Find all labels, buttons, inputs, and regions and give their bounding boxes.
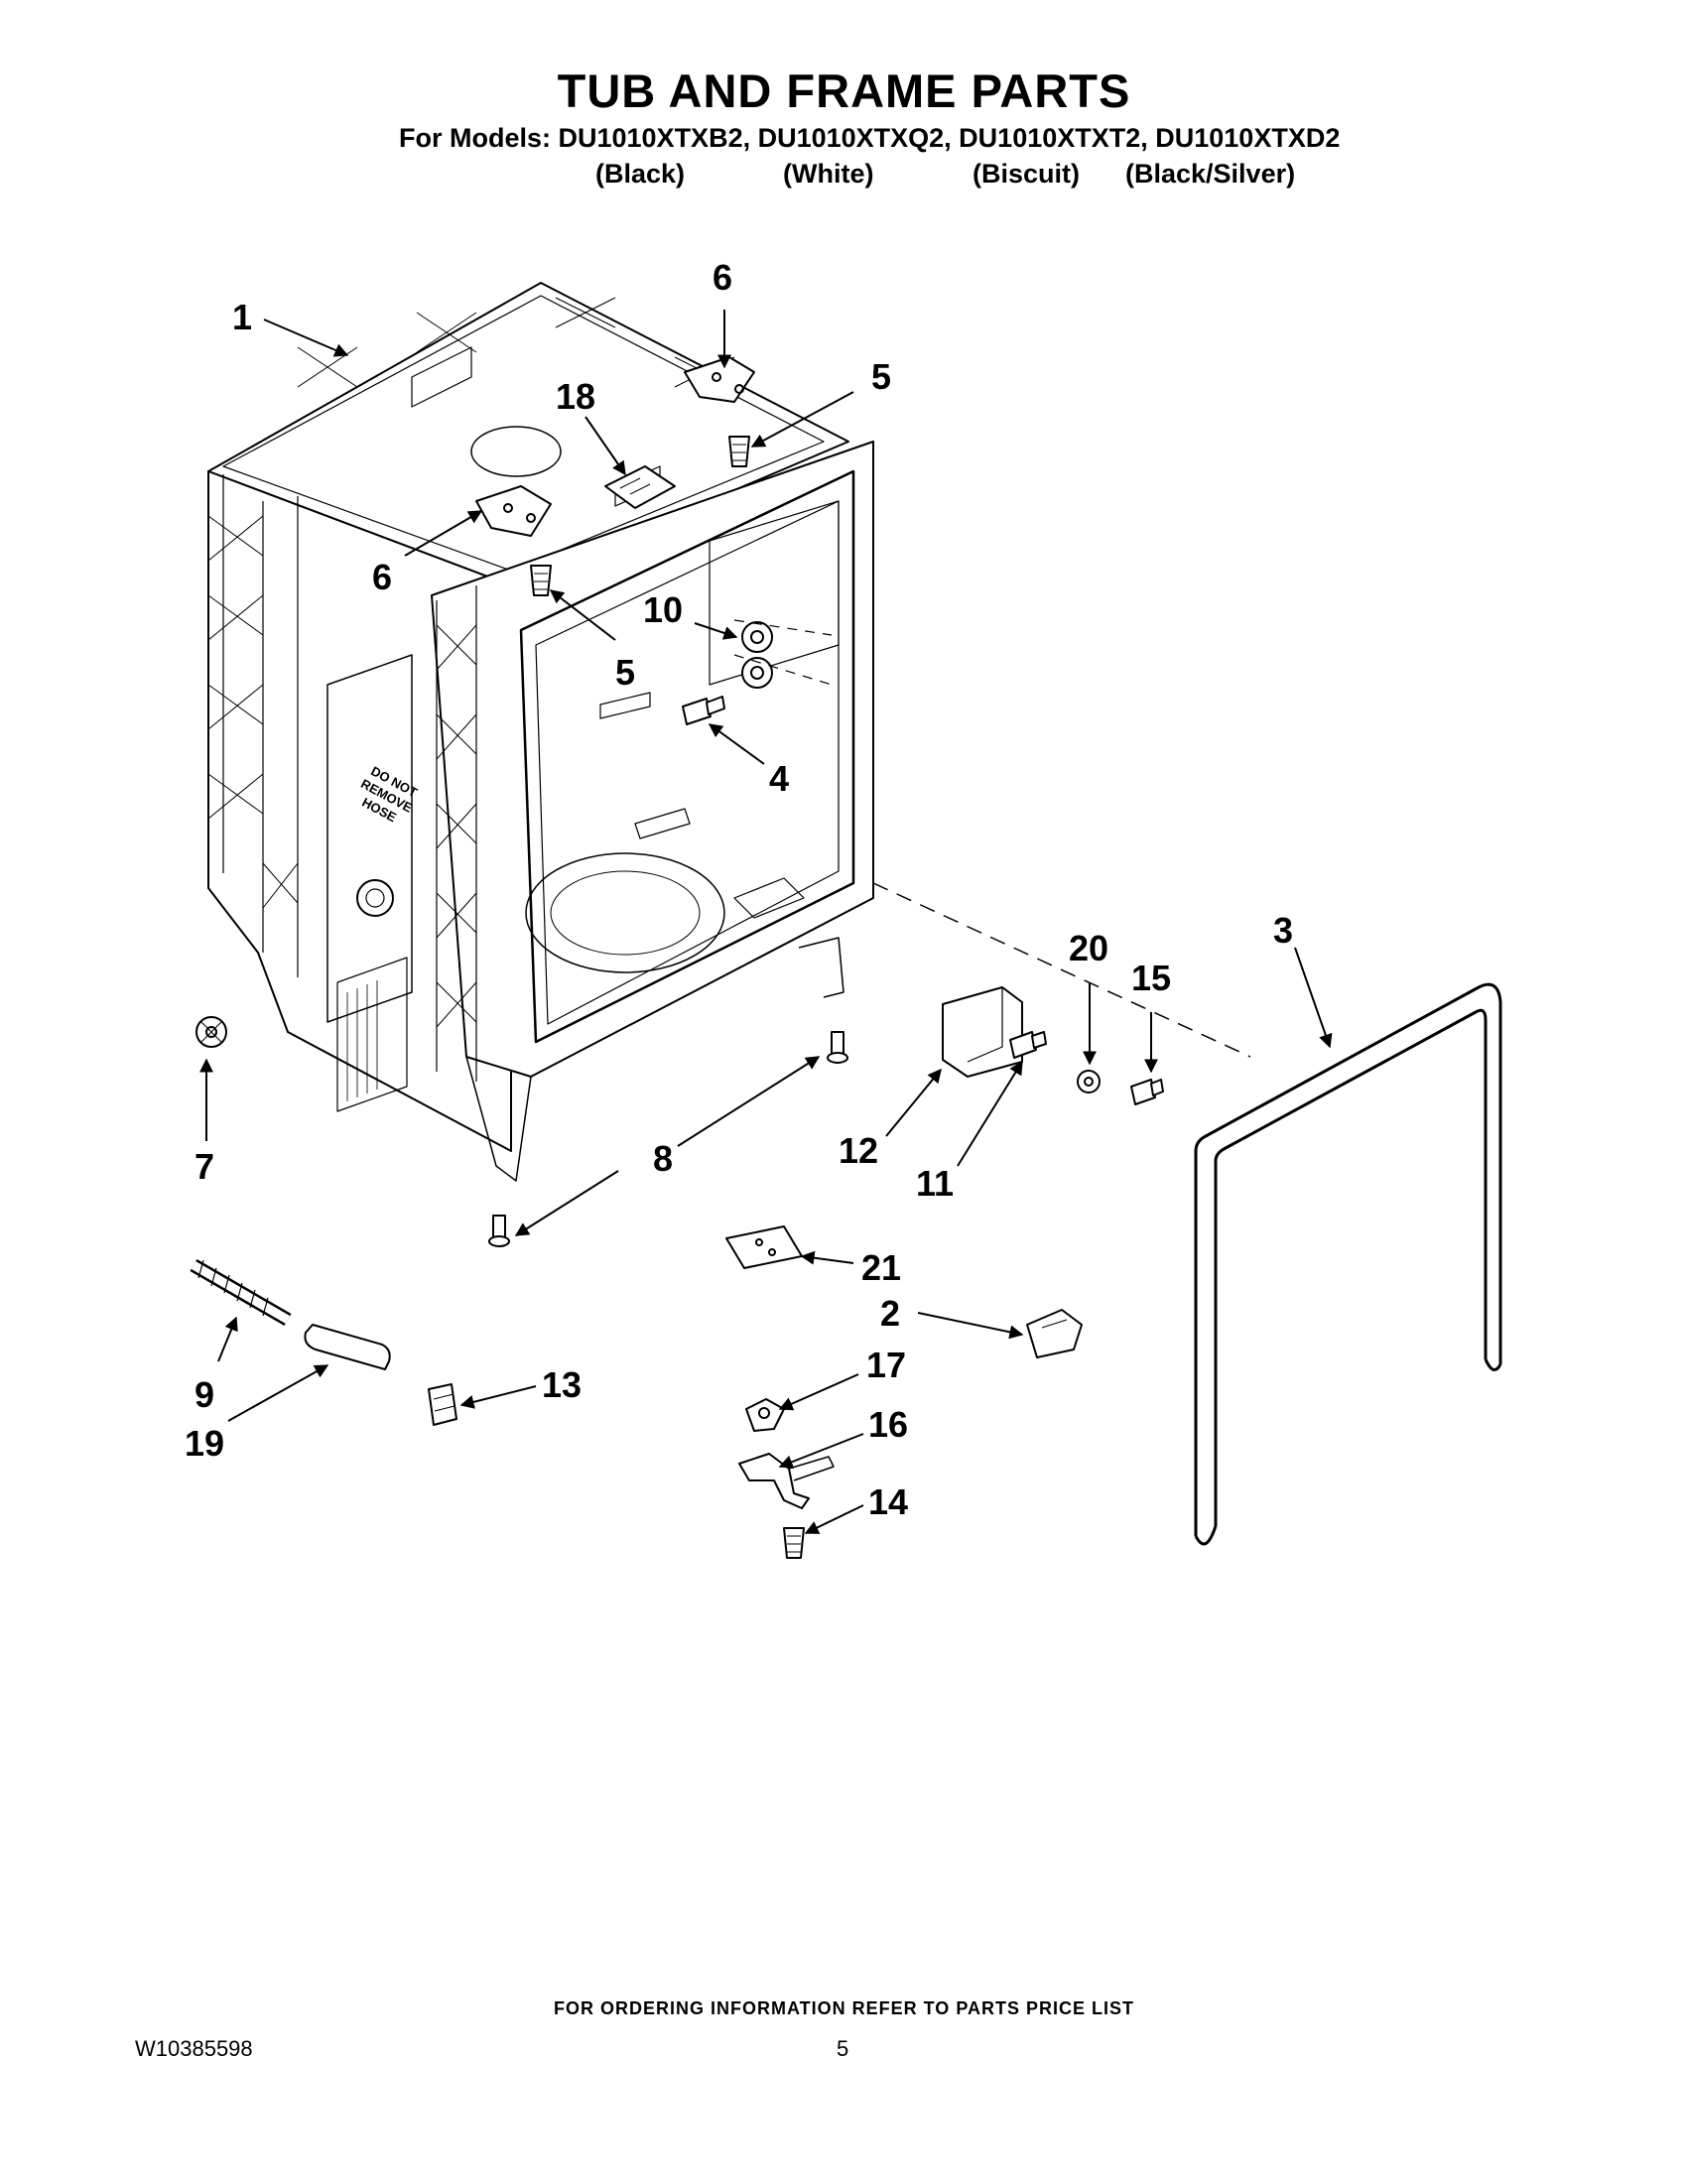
ordering-note: FOR ORDERING INFORMATION REFER TO PARTS …: [553, 1998, 1134, 2018]
cap-part: [428, 1383, 457, 1426]
tub-assembly: [207, 282, 874, 1182]
bracket-16-part: [738, 1453, 835, 1509]
vent-part: [604, 465, 676, 509]
color-biscuit: (Biscuit): [973, 159, 1080, 189]
page-number: 5: [837, 2036, 849, 2061]
wheel-part: [195, 1016, 227, 1048]
document-number: W10385598: [135, 2036, 253, 2061]
callout-11: 11: [916, 1163, 954, 1204]
callout-15: 15: [1131, 958, 1171, 998]
callout-4: 4: [769, 758, 789, 799]
pad-part: [725, 1225, 803, 1269]
screw-4-part: [682, 696, 725, 725]
screw-15-part: [1130, 1079, 1164, 1105]
callout-12: 12: [839, 1130, 878, 1171]
models-line: For Models: DU1010XTXB2, DU1010XTXQ2, DU…: [399, 123, 1341, 153]
callout-21: 21: [861, 1247, 901, 1288]
callout-5-top: 5: [871, 356, 891, 397]
color-black: (Black): [595, 159, 686, 189]
leveling-leg-right-part: [827, 1031, 848, 1064]
callout-13: 13: [542, 1364, 582, 1405]
door-gasket-part: [1194, 982, 1502, 1546]
callout-19: 19: [185, 1423, 224, 1464]
callout-8: 8: [653, 1138, 673, 1179]
leveling-leg-left-part: [488, 1215, 510, 1247]
screw-14-part: [783, 1527, 805, 1559]
page-title: TUB AND FRAME PARTS: [557, 64, 1131, 117]
bracket-12-part: [942, 986, 1023, 1078]
washer-part: [1077, 1070, 1101, 1093]
callout-9: 9: [195, 1374, 214, 1415]
part-17: [745, 1398, 785, 1432]
screw-left-part: [530, 565, 552, 596]
screw-11-part: [1009, 1031, 1047, 1059]
color-black-silver: (Black/Silver): [1125, 159, 1296, 189]
clip-part: [1026, 1309, 1083, 1358]
callout-16: 16: [868, 1404, 908, 1445]
callout-17: 17: [866, 1345, 906, 1385]
screw-top-part: [728, 436, 750, 467]
callout-3: 3: [1273, 910, 1293, 951]
callout-18: 18: [556, 376, 595, 417]
callout-6-top: 6: [713, 257, 732, 298]
spring-part: [190, 1258, 292, 1327]
callout-5-left: 5: [615, 652, 635, 693]
callout-numbers: 1 6 5 18 6 5 10 4 3 20 15 12 11 8 7 21 2…: [185, 257, 1293, 1522]
strip-part: [304, 1324, 391, 1370]
callout-6-left: 6: [372, 557, 392, 597]
callout-1: 1: [232, 297, 252, 337]
callout-20: 20: [1069, 928, 1108, 968]
hinge-bracket-left-part: [475, 485, 552, 537]
callout-10: 10: [643, 589, 683, 630]
callout-2: 2: [880, 1293, 900, 1334]
grommet-part: [741, 621, 773, 689]
leader-lines: [199, 310, 1333, 1534]
color-white: (White): [783, 159, 874, 189]
callout-14: 14: [868, 1481, 908, 1522]
callout-7: 7: [195, 1146, 214, 1187]
